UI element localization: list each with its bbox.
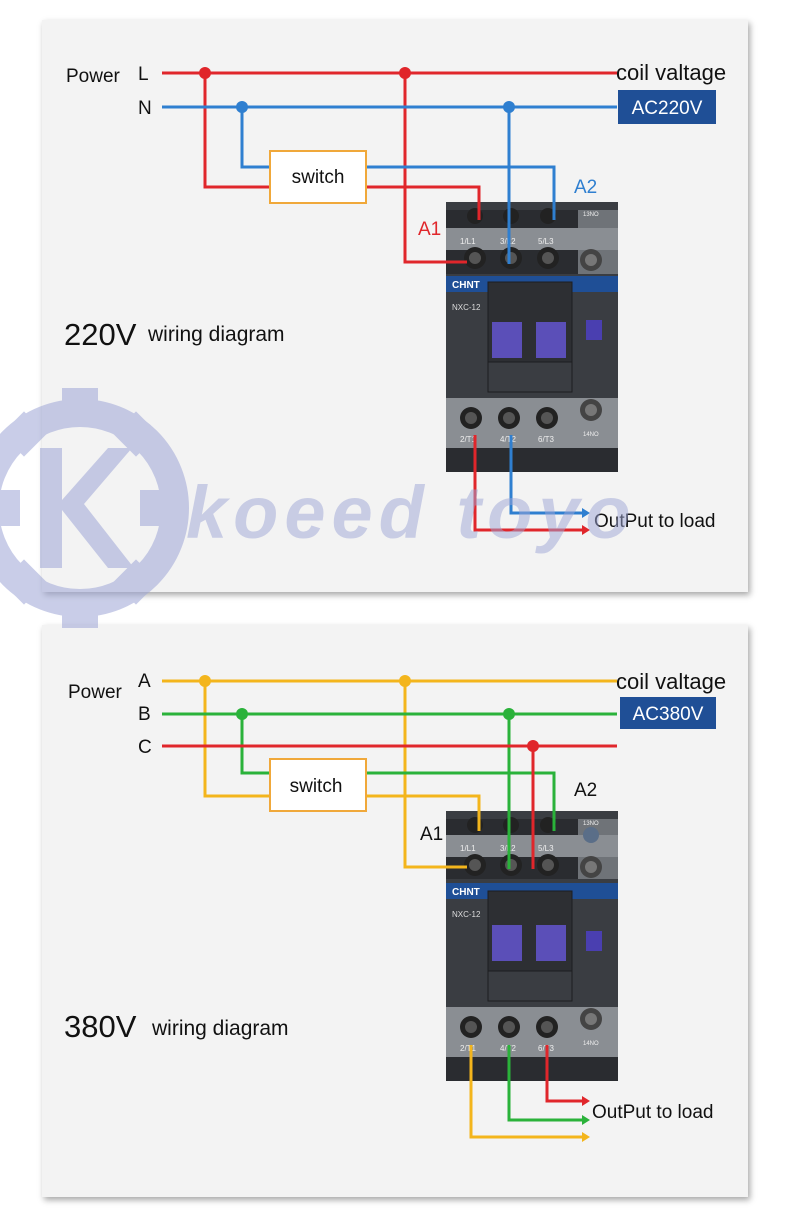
junction-dot [399, 67, 411, 79]
junction-dot [527, 740, 539, 752]
wiring-panel-380v: CHNT NXC-12 1/L1 3/L2 5/L3 2/T1 [42, 625, 748, 1197]
caption-text: wiring diagram [147, 323, 285, 346]
output-arrow [582, 1132, 590, 1142]
terminal-label: 6/T3 [538, 435, 555, 444]
junction-dot [503, 101, 515, 113]
switch-box [269, 150, 367, 204]
junction-dot [199, 675, 211, 687]
output-arrow [582, 508, 590, 518]
power-label: Power [68, 682, 123, 703]
terminal-label: 5/L3 [538, 844, 554, 853]
line-label-l: L [138, 64, 149, 85]
aux-terminal-label: 14NO [583, 1041, 599, 1047]
switch-label: switch [290, 776, 343, 797]
a1-label: A1 [418, 219, 441, 240]
power-label: Power [66, 66, 121, 87]
aux-terminal-label: 13NO [583, 212, 599, 218]
line-label-c: C [138, 737, 152, 758]
output-label: OutPut to load [592, 1102, 713, 1123]
a1-label: A1 [420, 824, 443, 845]
caption-voltage: 220V [64, 317, 137, 352]
coil-voltage-value: AC380V [633, 704, 704, 725]
line-label-b: B [138, 704, 151, 725]
model-label: NXC-12 [452, 303, 481, 312]
coil-voltage-badge [618, 90, 716, 124]
a2-label: A2 [574, 177, 597, 198]
junction-dot [236, 708, 248, 720]
coil-voltage-title: coil valtage [616, 60, 726, 85]
terminal-label: 4/T2 [500, 435, 517, 444]
model-label: NXC-12 [452, 910, 481, 919]
line-label-a: A [138, 671, 151, 692]
switch-label: switch [292, 167, 345, 188]
brand-logo: CHNT [452, 887, 480, 898]
aux-terminal-label: 14NO [583, 432, 599, 438]
diagram-380v: CHNT NXC-12 1/L1 3/L2 5/L3 2/T1 [64, 669, 726, 1142]
switch-box [269, 758, 367, 812]
brand-logo: CHNT [452, 280, 480, 291]
junction-dot [236, 101, 248, 113]
diagram-220v: CHNT NXC-12 1/L1 3/L2 5/L3 2/T [64, 60, 726, 535]
line-label-n: N [138, 98, 152, 119]
junction-dot [503, 708, 515, 720]
a2-label: A2 [574, 780, 597, 801]
output-arrow [582, 1096, 590, 1106]
junction-dot [399, 675, 411, 687]
output-arrow [582, 1115, 590, 1125]
wiring-panel-220v: CHNT NXC-12 1/L1 3/L2 5/L3 2/T [42, 20, 748, 592]
junction-dot [199, 67, 211, 79]
terminal-label: 5/L3 [538, 237, 554, 246]
aux-terminal-label: 13NO [583, 821, 599, 827]
terminal-label: 2/T1 [460, 1044, 477, 1053]
output-label: OutPut to load [594, 511, 715, 532]
coil-voltage-value: AC220V [632, 98, 703, 119]
contactor-220v: CHNT NXC-12 1/L1 3/L2 5/L3 2/T [446, 202, 618, 472]
coil-voltage-title: coil valtage [616, 669, 726, 694]
terminal-label: 1/L1 [460, 844, 476, 853]
coil-voltage-badge [620, 697, 716, 729]
caption-voltage: 380V [64, 1009, 137, 1044]
caption-text: wiring diagram [151, 1017, 289, 1040]
green-wires [162, 712, 617, 1122]
output-arrow [582, 525, 590, 535]
red-wires [162, 744, 617, 1103]
terminal-label: 1/L1 [460, 237, 476, 246]
terminal-label: 2/T1 [460, 435, 477, 444]
